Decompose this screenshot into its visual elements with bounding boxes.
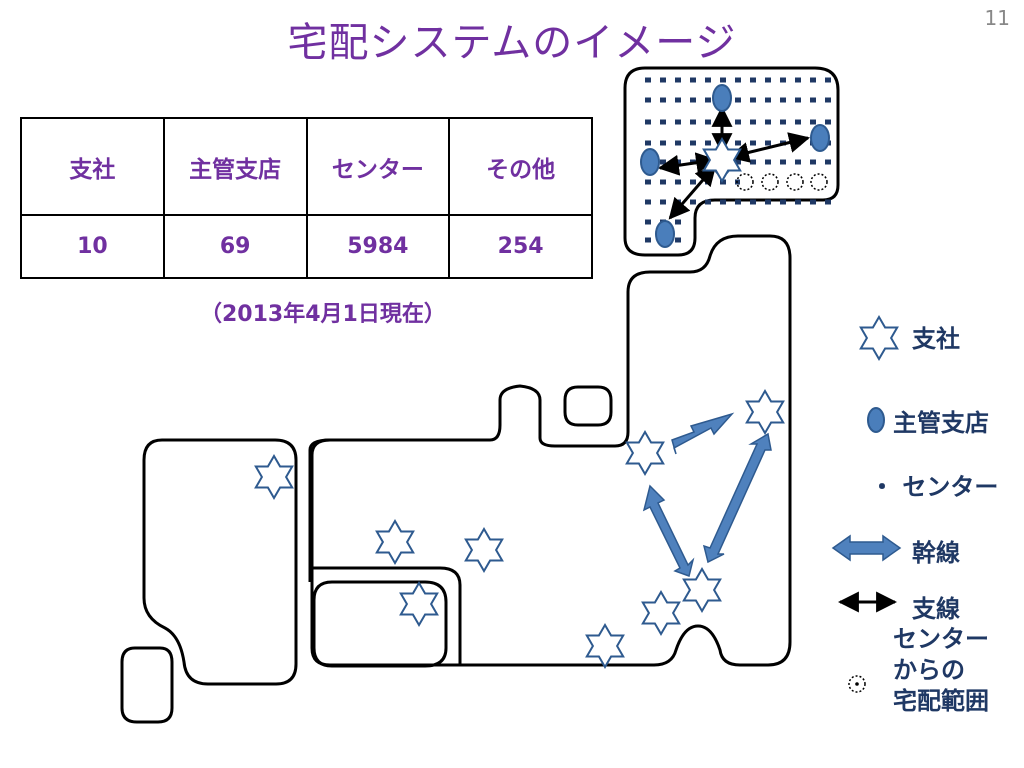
star-of-david-icon: [464, 528, 504, 572]
page-number: 11: [984, 6, 1010, 30]
table-cell: 69: [162, 214, 308, 279]
ellipse-icon: [810, 124, 830, 152]
table-header-cell: 主管支店: [162, 117, 308, 216]
dotted-circle-icon: [848, 675, 866, 693]
honshu-outline: [310, 234, 792, 667]
legend-symbols: [831, 316, 902, 693]
southern-island-outline: [120, 646, 174, 724]
honshu-inlet-outline: [308, 438, 462, 665]
delivery-range-circles: [736, 173, 828, 191]
small-island-outline: [563, 385, 613, 427]
ellipse-icon: [640, 148, 660, 176]
star-of-david-icon: [641, 591, 681, 635]
legend-delivery-range-line: 宅配範囲: [893, 687, 989, 715]
table-cell: 10: [20, 214, 165, 279]
star-of-david-icon: [745, 390, 785, 434]
as-of-date-note: （2013年4月1日現在）: [200, 302, 446, 327]
legend-center-label: ・ センター: [870, 473, 999, 501]
ellipse-icon: [867, 407, 885, 433]
ellipse-icon: [712, 84, 732, 112]
shikoku-outline: [312, 580, 448, 668]
kyushu-outline: [142, 438, 298, 686]
star-of-david-icon: [585, 624, 625, 668]
table-header-cell: その他: [448, 117, 593, 216]
double-arrow-icon: [831, 534, 902, 562]
ellipse-icon: [655, 220, 675, 248]
table-row: 10 69 5984 254: [20, 214, 593, 279]
star-of-david-icon: [399, 582, 439, 626]
table-header-cell: 支社: [20, 117, 165, 216]
legend-branch-label: 支社: [912, 325, 960, 353]
table-header-row: 支社 主管支店 センター その他: [20, 117, 593, 216]
table-cell: 5984: [305, 214, 451, 279]
star-of-david-icon: [625, 431, 665, 475]
legend-delivery-range-line: センター: [893, 625, 989, 653]
star-of-david-icon: [254, 455, 294, 499]
star-of-david-icon: [375, 520, 415, 564]
trunk-lines: [642, 412, 772, 577]
table-header-cell: センター: [305, 117, 451, 216]
legend-trunk-line-label: 幹線: [912, 539, 960, 567]
legend-delivery-range-label: センター からの 宅配範囲: [893, 624, 989, 717]
office-count-table: 支社 主管支店 センター その他 10 69 5984 254: [20, 117, 593, 279]
legend-delivery-range-line: からの: [893, 656, 965, 684]
star-of-david-icon: [859, 316, 899, 360]
legend-branch-line-label: 支線: [912, 595, 960, 623]
page-title: 宅配システムのイメージ: [287, 20, 737, 66]
legend-main-branch-label: 主管支店: [893, 409, 989, 437]
table-cell: 254: [448, 214, 593, 279]
